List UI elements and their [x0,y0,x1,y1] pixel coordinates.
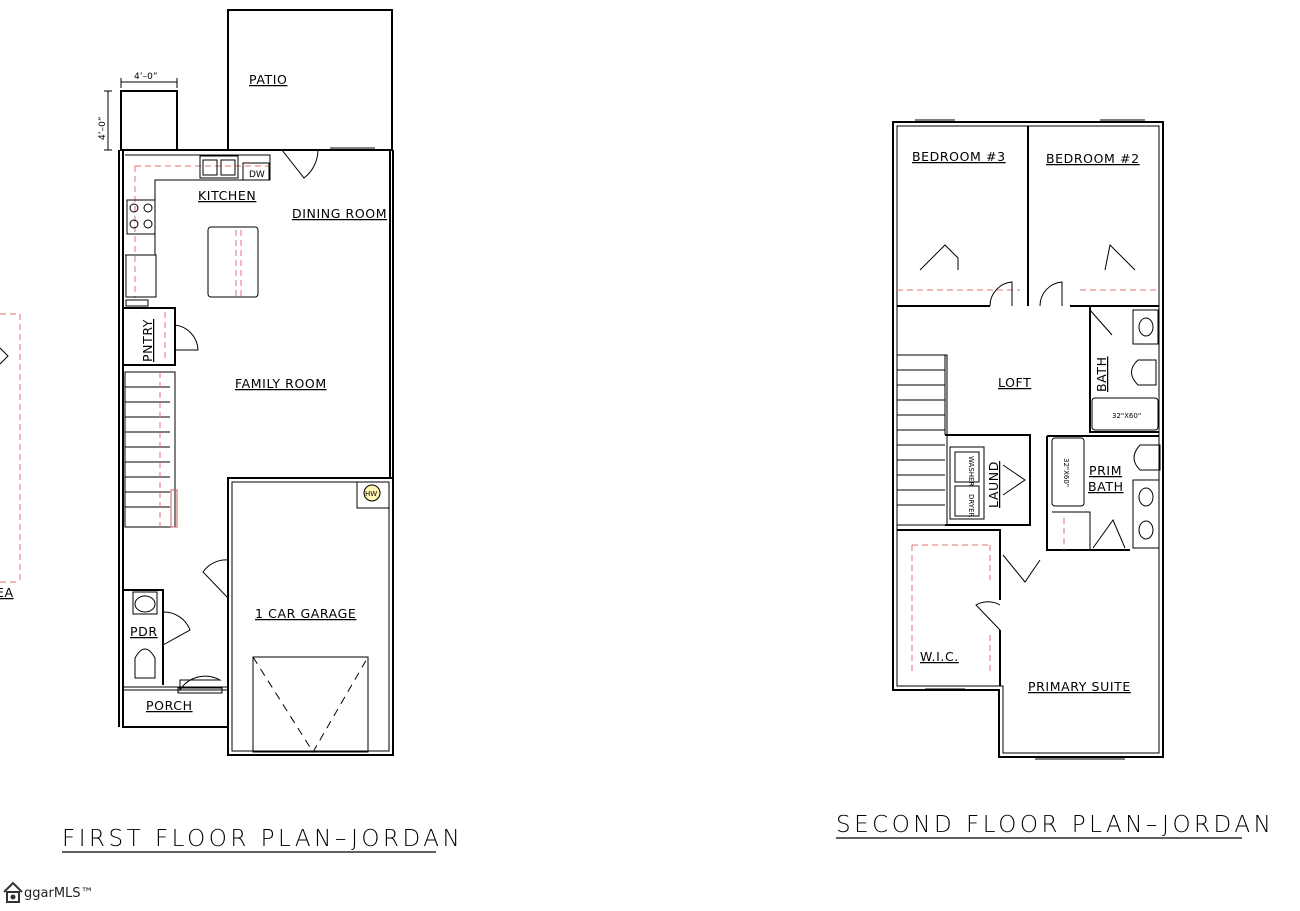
label-bedroom-2: BEDROOM #2 [1046,151,1140,166]
mls-watermark: ggarMLS™ [2,880,94,906]
kitchen-island [207,226,259,298]
second-floor-plan [892,119,1164,760]
dimension-depth: 4’–0” [98,117,108,140]
label-garage: 1 CAR GARAGE [255,606,356,621]
left-fragment: EA [0,313,21,600]
garage-outline [227,477,394,756]
label-kitchen: KITCHEN [198,188,256,203]
label-water-heater: HW [365,490,377,498]
label-bath: BATH [1094,356,1109,392]
watermark-text: ggarMLS™ [24,885,94,901]
label-laundry: LAUND [986,461,1001,508]
house-logo-icon [3,881,23,903]
label-pdr: PDR [130,624,158,639]
label-prim-bath-line1: PRIM [1089,463,1122,478]
left-fragment-label: EA [0,585,14,600]
label-family-room: FAMILY ROOM [235,376,327,391]
label-bedroom-3: BEDROOM #3 [912,149,1006,164]
label-prim-bath-line2: BATH [1088,479,1124,494]
label-dining-room: DINING ROOM [292,206,387,221]
label-dishwasher: DW [249,170,265,180]
label-loft: LOFT [998,375,1031,390]
first-floor-stairs [125,386,170,508]
label-pantry: PNTRY [140,319,155,362]
dimension-width: 4’–0” [134,72,157,82]
label-primary-suite: PRIMARY SUITE [1028,679,1131,694]
label-dryer: DRYER [967,494,975,518]
second-floor-stairs [897,369,945,506]
second-floor-title: SECOND FLOOR PLAN–JORDAN [836,812,1274,838]
floor-plans: EA [0,9,1274,853]
first-floor-exterior [122,149,391,728]
first-floor-plan [104,9,394,756]
second-floor-exterior [892,121,1164,758]
label-tub-size: 32"X60" [1112,412,1141,420]
label-tub-size-primary: 32"X60" [1062,458,1070,487]
label-patio: PATIO [249,72,287,87]
bumpout [120,90,178,151]
label-washer: WASHER [967,456,975,486]
label-porch: PORCH [146,698,193,713]
label-wic: W.I.C. [920,649,959,664]
first-floor-title: FIRST FLOOR PLAN–JORDAN [62,826,463,852]
